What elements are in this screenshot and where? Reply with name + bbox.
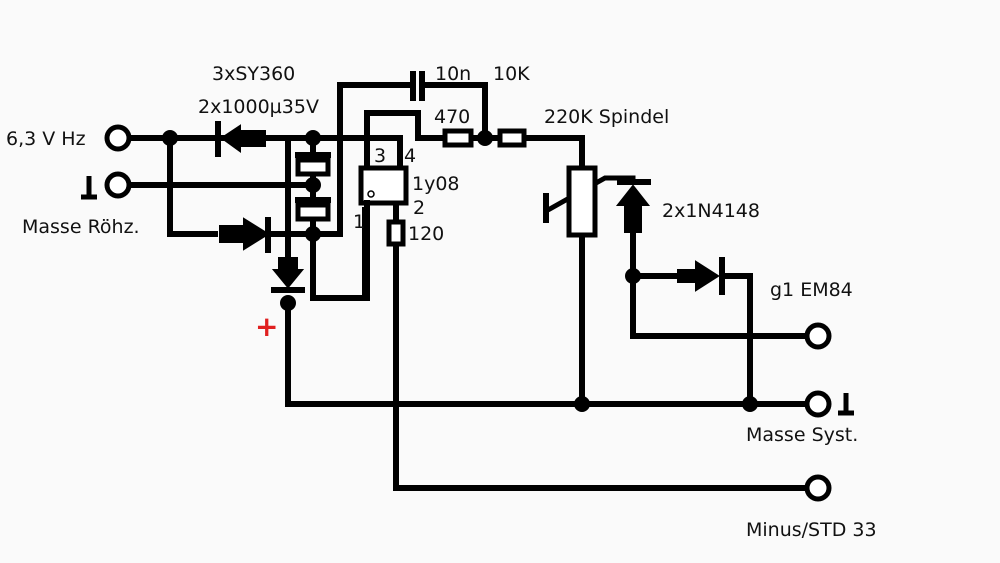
junction-dot [280,295,296,311]
wire-left-vertical [167,135,218,237]
capacitor-filter-lower [295,197,331,222]
terminal-g1 [804,322,832,350]
junction-dot [305,130,321,146]
potentiometer-220k [543,165,598,238]
label-ic-pin2: 2 [413,197,425,219]
label-out-g1: g1 EM84 [770,279,853,301]
label-ground-system: Masse Syst. [746,424,858,446]
capacitor-10n [410,71,425,101]
junction-dot [574,396,590,412]
junction-dot [625,268,641,284]
label-ic-pin4: 4 [404,145,416,167]
label-out-minus: Minus/STD 33 [746,519,877,541]
label-cap-10n: 10n [435,63,471,85]
label-res-470: 470 [434,106,470,128]
diode-rectifier-vertical [271,257,305,293]
label-ic-name: 1y08 [412,173,460,195]
diode-rectifier-lower [219,217,271,253]
terminal-input-heater [104,124,132,152]
terminal-minus [804,474,832,502]
wire-ground-bus [285,297,811,407]
label-res-120: 120 [408,223,444,245]
label-ic-pin3: 3 [374,145,386,167]
wire-10n-right [421,82,488,141]
wire-120-minus [393,241,811,491]
diode-signal-vertical [615,179,651,233]
junction-dot [162,130,178,146]
labels: 6,3 V Hz Masse Röhz. 3xSY360 2x1000µ35V … [6,63,877,541]
terminal-ground-heater [104,171,132,199]
resistor-470 [442,128,474,148]
ground-symbol-icon [838,393,854,416]
wire-ic-pin3-loop [364,110,448,168]
label-ground-heater: Masse Röhz. [22,216,140,238]
label-res-10k: 10K [493,63,530,85]
label-diodes-signal: 2x1N4148 [662,200,760,222]
resistor-120 [386,219,406,247]
resistor-10k [497,128,527,148]
plus-marker: + [255,310,278,343]
diode-rectifier-top [215,121,266,157]
ground-symbol-icon [81,176,97,200]
wire-10k-pot [522,135,585,171]
junctions [162,130,758,412]
label-caps-filter: 2x1000µ35V [198,96,319,118]
junction-dot [742,396,758,412]
capacitor-filter-upper [295,152,331,177]
junction-dot [305,226,321,242]
label-diodes-rectifier: 3xSY360 [212,63,295,85]
wire-ic-pin4 [337,135,403,168]
junction-dot [477,130,493,146]
label-pot-220k: 220K Spindel [544,106,669,128]
terminal-ground-system [804,390,832,418]
diode-signal-horizontal [677,257,725,295]
label-input-heater: 6,3 V Hz [6,128,86,150]
wire-10n-loop [337,82,413,237]
ic-regulator [358,165,409,301]
wire-diode-branch-out [719,273,753,407]
junction-dot [305,177,321,193]
label-ic-pin1: 1 [353,211,365,233]
